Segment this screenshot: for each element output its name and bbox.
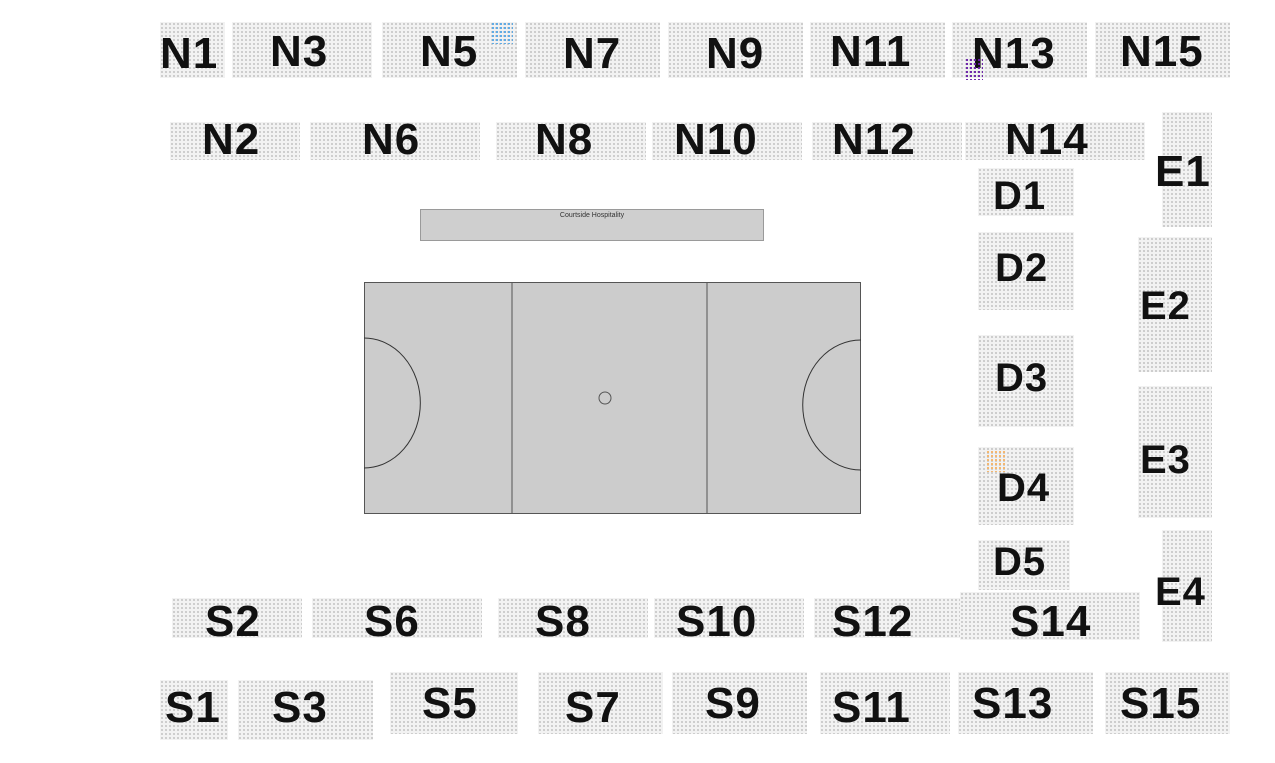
section-E2[interactable] xyxy=(1138,237,1212,372)
courtside-hospitality-label: Courtside Hospitality xyxy=(559,212,625,219)
section-S3[interactable] xyxy=(238,680,373,740)
section-N15[interactable] xyxy=(1095,22,1230,78)
section-N9[interactable] xyxy=(668,22,803,78)
section-S1[interactable] xyxy=(160,680,228,740)
section-S14[interactable] xyxy=(960,592,1140,640)
section-N12[interactable] xyxy=(812,122,962,160)
section-E3[interactable] xyxy=(1138,386,1212,518)
section-N7[interactable] xyxy=(525,22,660,78)
section-N13[interactable] xyxy=(952,22,1087,78)
section-N10[interactable] xyxy=(652,122,802,160)
section-D5[interactable] xyxy=(978,540,1070,590)
section-S2[interactable] xyxy=(172,598,302,638)
section-E4[interactable] xyxy=(1162,530,1212,642)
courtside-hospitality-area[interactable]: Courtside Hospitality xyxy=(420,209,764,241)
netball-court xyxy=(364,282,861,514)
centre-circle xyxy=(598,391,612,405)
section-N11[interactable] xyxy=(810,22,945,78)
section-S12[interactable] xyxy=(814,598,964,638)
section-S6[interactable] xyxy=(312,598,482,638)
section-S7[interactable] xyxy=(538,672,663,734)
section-S9[interactable] xyxy=(672,672,807,734)
section-N6[interactable] xyxy=(310,122,480,160)
section-N8[interactable] xyxy=(496,122,646,160)
section-S13[interactable] xyxy=(958,672,1093,734)
section-E1[interactable] xyxy=(1162,112,1212,227)
section-S10[interactable] xyxy=(654,598,804,638)
section-S15[interactable] xyxy=(1105,672,1230,734)
section-N5[interactable] xyxy=(382,22,517,78)
section-N1[interactable] xyxy=(160,22,225,78)
section-D2[interactable] xyxy=(978,232,1074,310)
section-N2[interactable] xyxy=(170,122,300,160)
section-D4[interactable] xyxy=(978,447,1074,525)
section-S8[interactable] xyxy=(498,598,648,638)
section-N3[interactable] xyxy=(232,22,372,78)
court-surface xyxy=(364,282,861,514)
section-D3[interactable] xyxy=(978,335,1074,427)
section-N14[interactable] xyxy=(965,122,1145,160)
goal-circle-right xyxy=(802,339,861,471)
section-S11[interactable] xyxy=(820,672,950,734)
goal-circle-left xyxy=(364,337,421,469)
section-S5[interactable] xyxy=(390,672,518,734)
section-D1[interactable] xyxy=(978,168,1074,216)
